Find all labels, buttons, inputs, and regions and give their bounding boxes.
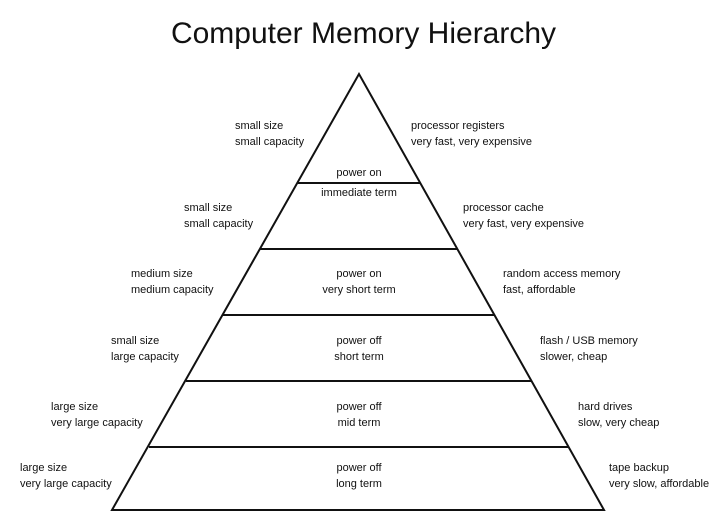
level-1-left-label: small size small capacity <box>235 118 304 150</box>
level-4-left-label: small size large capacity <box>111 333 179 365</box>
level-6-term: long term <box>336 478 382 490</box>
level-4-center-label: power off short term <box>279 333 439 365</box>
level-5-left-label: large size very large capacity <box>51 399 143 431</box>
level-3-power: power on <box>336 268 382 280</box>
level-5-type: hard drives <box>578 401 633 413</box>
level-2-speed-cost: very fast, very expensive <box>463 218 585 230</box>
level-6-size: large size <box>20 462 68 474</box>
level-3-left-label: medium size medium capacity <box>131 266 214 298</box>
level-1-term-label: immediate term <box>279 185 439 201</box>
level-1-term: immediate term <box>321 187 397 199</box>
level-2-right-label: processor cache very fast, very expensiv… <box>463 200 584 232</box>
level-3-size: medium size <box>131 268 193 280</box>
level-2-size: small size <box>184 202 233 214</box>
level-4-capacity: large capacity <box>111 351 179 363</box>
level-5-capacity: very large capacity <box>51 417 143 429</box>
level-2-capacity: small capacity <box>184 218 254 230</box>
level-3-capacity: medium capacity <box>131 284 214 296</box>
level-2-left-label: small size small capacity <box>184 200 253 232</box>
level-1-center-label: power on <box>279 165 439 181</box>
level-6-capacity: very large capacity <box>20 478 112 490</box>
level-2-type: processor cache <box>463 202 544 214</box>
level-3-center-label: power on very short term <box>279 266 439 298</box>
level-1-speed-cost: very fast, very expensive <box>411 136 533 148</box>
level-5-center-label: power off mid term <box>279 399 439 431</box>
level-6-left-label: large size very large capacity <box>20 460 112 492</box>
level-4-speed-cost: slower, cheap <box>540 351 608 363</box>
diagram-title: Computer Memory Hierarchy <box>170 17 557 50</box>
level-4-size: small size <box>111 335 160 347</box>
level-1-power: power on <box>336 167 382 179</box>
level-6-right-label: tape backup very slow, affordable <box>609 460 709 492</box>
level-1-size: small size <box>235 120 284 132</box>
level-6-speed-cost: very slow, affordable <box>609 478 710 490</box>
level-3-term: very short term <box>322 284 396 296</box>
level-1-capacity: small capacity <box>235 136 305 148</box>
level-5-term: mid term <box>337 417 381 429</box>
level-4-type: flash / USB memory <box>540 335 638 347</box>
level-5-right-label: hard drives slow, very cheap <box>578 399 659 431</box>
level-1-right-label: processor registers very fast, very expe… <box>411 118 532 150</box>
pyramid-outline <box>110 71 606 511</box>
level-3-speed-cost: fast, affordable <box>503 284 576 296</box>
level-4-power: power off <box>336 335 382 347</box>
level-4-right-label: flash / USB memory slower, cheap <box>540 333 638 365</box>
level-3-type: random access memory <box>503 268 621 280</box>
level-3-right-label: random access memory fast, affordable <box>503 266 620 298</box>
level-4-term: short term <box>334 351 384 363</box>
level-5-speed-cost: slow, very cheap <box>578 417 660 429</box>
level-6-power: power off <box>336 462 382 474</box>
level-6-center-label: power off long term <box>279 460 439 492</box>
level-6-type: tape backup <box>609 462 669 474</box>
level-5-power: power off <box>336 401 382 413</box>
level-5-size: large size <box>51 401 99 413</box>
level-1-type: processor registers <box>411 120 505 132</box>
